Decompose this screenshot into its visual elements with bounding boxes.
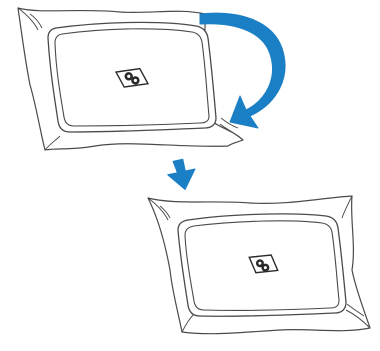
down-arrow-icon <box>165 157 199 192</box>
bottom-hoop-group <box>148 196 370 334</box>
top-hoop-group <box>18 8 243 150</box>
